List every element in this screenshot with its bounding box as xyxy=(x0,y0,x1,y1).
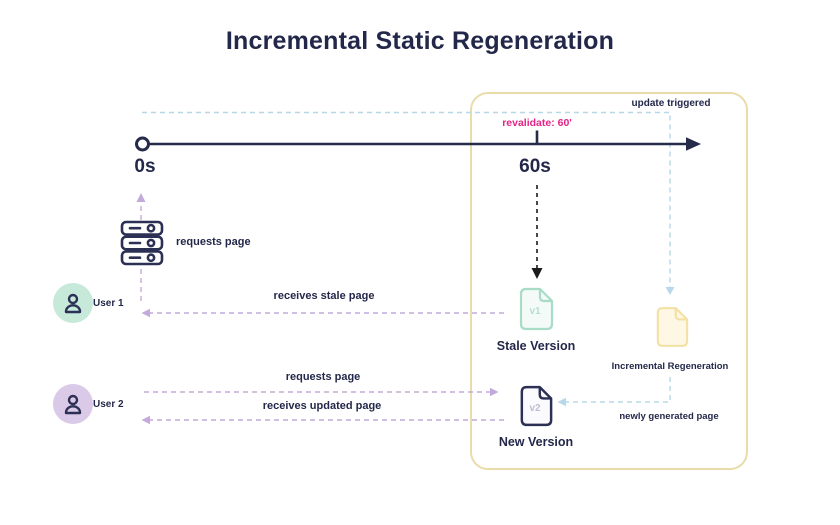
person-icon xyxy=(64,394,82,415)
stale-version-label: Stale Version xyxy=(496,339,576,353)
timeline-60s-label: 60s xyxy=(519,156,551,177)
revalidate-annotation: revalidate: 60' xyxy=(502,117,572,129)
user1-receive-arrow xyxy=(141,308,504,318)
newly-generated-connector xyxy=(557,377,671,407)
user2-request-label: requests page xyxy=(285,371,361,383)
person-icon xyxy=(64,293,82,314)
user2-receive-label: receives updated page xyxy=(262,400,382,412)
stale-version-doc-icon xyxy=(518,287,554,331)
new-version-label: New Version xyxy=(498,435,574,449)
update-triggered-connector xyxy=(142,111,675,295)
server-request-label: requests page xyxy=(176,236,251,248)
user2-receive-arrow xyxy=(141,415,504,425)
user2-request-arrow xyxy=(144,387,499,397)
server-icon xyxy=(120,220,164,266)
timeline-axis xyxy=(135,130,701,152)
user1-avatar xyxy=(53,283,93,323)
new-version-badge: v2 xyxy=(529,403,541,414)
stale-version-badge: v1 xyxy=(529,306,541,317)
newly-generated-page-label: newly generated page xyxy=(619,411,719,422)
regeneration-doc-icon xyxy=(655,306,689,348)
user1-label: User 1 xyxy=(93,298,124,309)
user2-avatar xyxy=(53,384,93,424)
user1-receive-label: receives stale page xyxy=(273,290,375,302)
new-version-doc-icon xyxy=(519,385,553,427)
regeneration-boundary-box xyxy=(470,92,748,470)
page-title: Incremental Static Regeneration xyxy=(225,27,615,55)
sixty-seconds-down-arrow xyxy=(531,185,543,279)
update-triggered-label: update triggered xyxy=(631,98,711,109)
timeline-start-label: 0s xyxy=(134,156,156,177)
incremental-regeneration-label: Incremental Regeneration xyxy=(611,361,729,372)
user2-label: User 2 xyxy=(93,399,124,410)
